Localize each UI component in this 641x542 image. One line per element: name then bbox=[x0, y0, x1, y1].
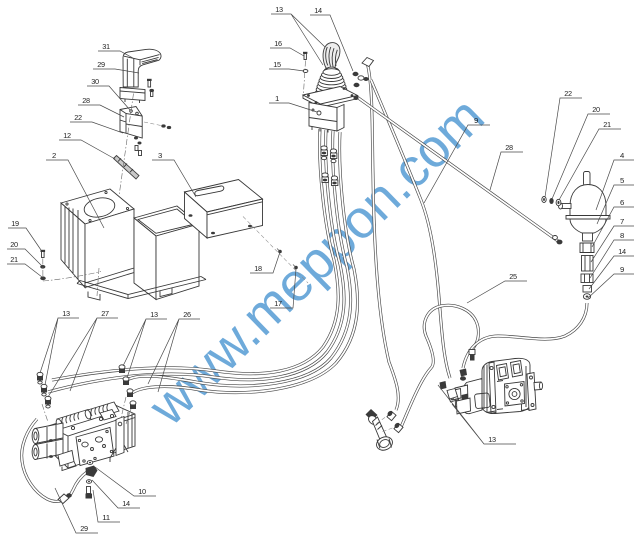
svg-text:29: 29 bbox=[80, 524, 88, 533]
svg-text:17: 17 bbox=[274, 299, 282, 308]
svg-text:4: 4 bbox=[620, 151, 624, 160]
svg-text:6: 6 bbox=[620, 198, 624, 207]
svg-text:16: 16 bbox=[274, 39, 282, 48]
svg-text:21: 21 bbox=[10, 255, 18, 264]
svg-text:29: 29 bbox=[97, 60, 105, 69]
svg-text:13: 13 bbox=[150, 310, 158, 319]
svg-text:25: 25 bbox=[509, 272, 517, 281]
svg-text:9: 9 bbox=[474, 116, 478, 125]
svg-text:31: 31 bbox=[102, 42, 110, 51]
svg-text:10: 10 bbox=[138, 487, 146, 496]
svg-text:8: 8 bbox=[620, 231, 624, 240]
svg-text:5: 5 bbox=[620, 176, 624, 185]
svg-text:7: 7 bbox=[620, 217, 624, 226]
svg-text:19: 19 bbox=[11, 219, 19, 228]
svg-text:13: 13 bbox=[62, 309, 70, 318]
svg-text:30: 30 bbox=[91, 77, 99, 86]
svg-text:28: 28 bbox=[82, 96, 90, 105]
svg-text:13: 13 bbox=[275, 5, 283, 14]
svg-text:28: 28 bbox=[505, 143, 513, 152]
svg-text:21: 21 bbox=[603, 120, 611, 129]
svg-text:26: 26 bbox=[183, 310, 191, 319]
svg-text:9: 9 bbox=[620, 265, 624, 274]
svg-text:11: 11 bbox=[102, 513, 110, 522]
svg-text:12: 12 bbox=[63, 131, 71, 140]
svg-text:15: 15 bbox=[273, 60, 281, 69]
svg-text:14: 14 bbox=[314, 6, 322, 15]
svg-text:20: 20 bbox=[10, 240, 18, 249]
svg-text:20: 20 bbox=[592, 105, 600, 114]
svg-text:1: 1 bbox=[275, 94, 279, 103]
svg-text:27: 27 bbox=[101, 309, 109, 318]
svg-text:14: 14 bbox=[618, 247, 626, 256]
svg-text:18: 18 bbox=[254, 264, 262, 273]
svg-text:2: 2 bbox=[52, 151, 56, 160]
svg-text:14: 14 bbox=[122, 499, 130, 508]
svg-text:3: 3 bbox=[158, 151, 162, 160]
svg-text:22: 22 bbox=[74, 113, 82, 122]
svg-text:22: 22 bbox=[564, 89, 572, 98]
svg-text:13: 13 bbox=[488, 435, 496, 444]
